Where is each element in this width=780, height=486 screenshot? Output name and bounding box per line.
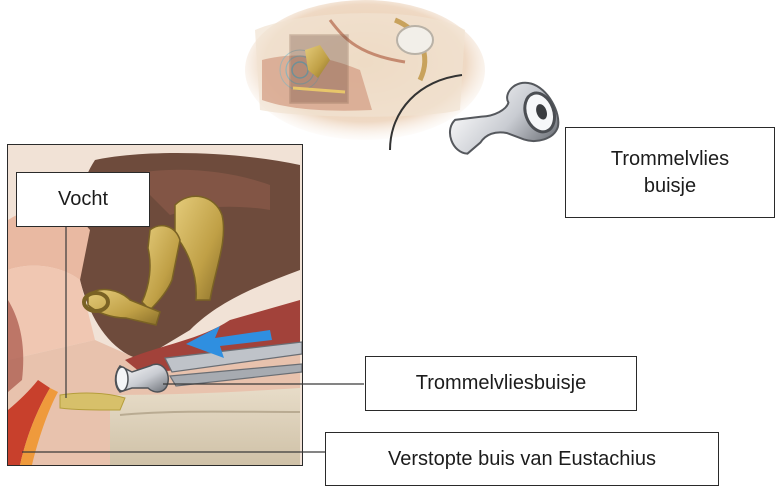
eustachian-label: Verstopte buis van Eustachius [325, 432, 719, 486]
overview-ear-image [245, 0, 485, 140]
fluid-label: Vocht [16, 172, 150, 227]
tube-detail-label-line1: Trommelvlies [611, 146, 729, 173]
tube-detail-label-line2: buisje [611, 173, 729, 200]
tube-inserted-label: Trommelvliesbuisje [365, 356, 637, 411]
tube-detail-label: Trommelvlies buisje [565, 127, 775, 218]
